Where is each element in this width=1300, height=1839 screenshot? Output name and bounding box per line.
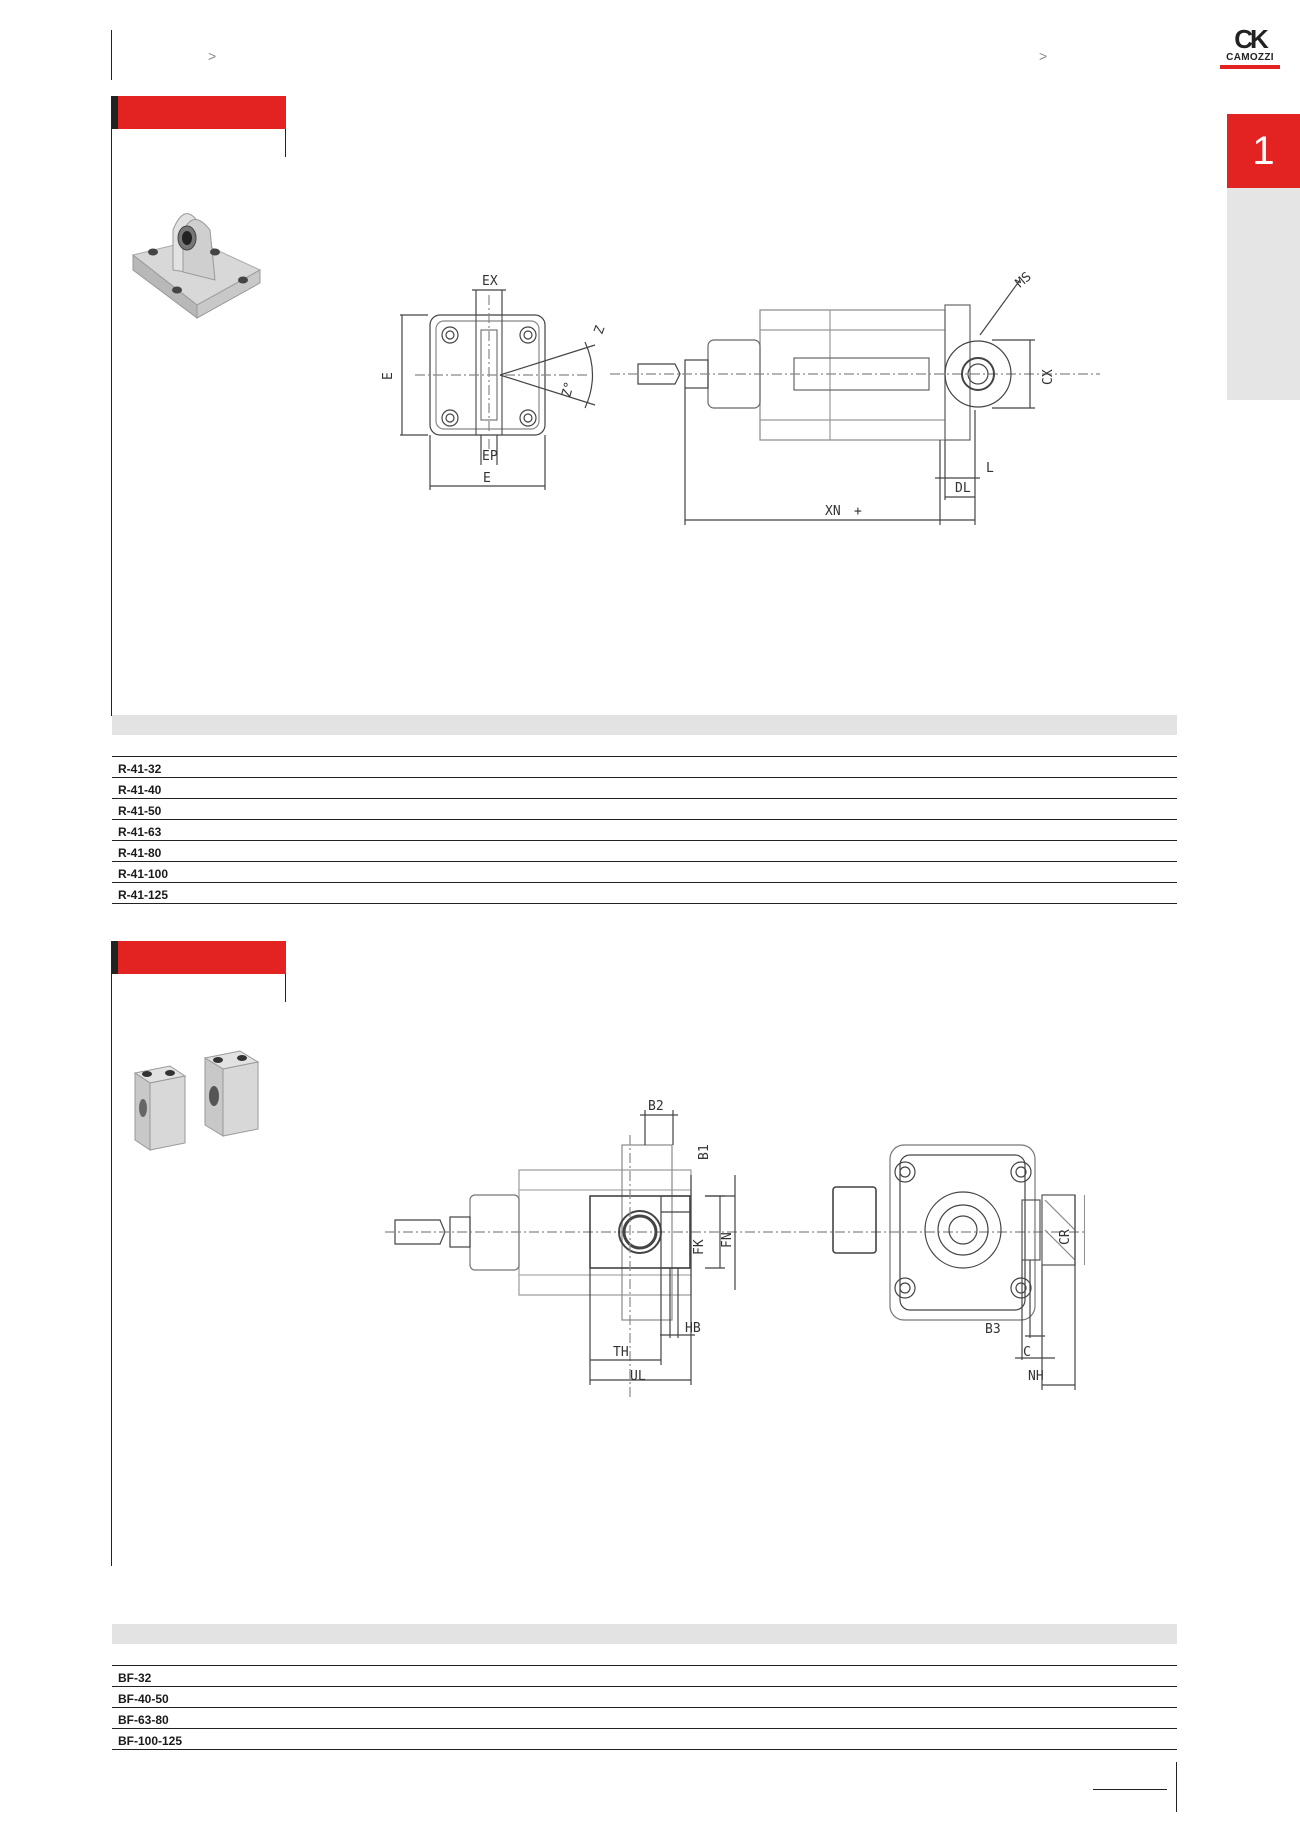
table-header <box>112 715 1177 735</box>
table-header <box>112 1624 1177 1644</box>
chapter-tab[interactable]: 1 <box>1227 114 1300 400</box>
table-row: BF-40-50 <box>112 1687 1177 1708</box>
table-row: R-41-125 <box>112 883 1177 904</box>
section1-title-bar-tick <box>285 129 286 157</box>
table-row: R-41-80 <box>112 841 1177 862</box>
table-subheader <box>112 735 1177 757</box>
logo-mark: CK <box>1234 24 1269 54</box>
svg-text:B2: B2 <box>648 1100 664 1114</box>
section1-left-rule <box>111 96 112 716</box>
clevis-technical-drawing: EX E EP E Z Z° MS CX L DL XN + <box>381 270 1100 525</box>
clevis-mount-photo <box>131 213 262 319</box>
svg-text:L: L <box>986 461 994 476</box>
svg-text:E: E <box>483 471 491 486</box>
table-row: BF-63-80 <box>112 1708 1177 1729</box>
svg-text:MS: MS <box>1013 270 1035 292</box>
svg-text:TH: TH <box>613 1345 629 1360</box>
section2-left-rule <box>111 941 112 1566</box>
svg-text:DL: DL <box>955 481 971 496</box>
breadcrumb-right[interactable]: > <box>1039 48 1048 64</box>
svg-text:XN: XN <box>825 504 841 519</box>
section2-title-bar <box>112 941 286 974</box>
svg-text:EX: EX <box>482 274 498 289</box>
svg-text:+: + <box>854 504 862 519</box>
table-row: R-41-40 <box>112 778 1177 799</box>
trunnion-technical-drawing: B2 B1 FK FN HB TH UL CR B3 C NH <box>385 1100 1085 1400</box>
svg-text:E: E <box>381 372 396 380</box>
trunnion-blocks-photo <box>133 1050 260 1151</box>
svg-text:B1: B1 <box>697 1144 712 1160</box>
logo-name: CAMOZZI <box>1226 52 1274 63</box>
breadcrumb-left[interactable]: > <box>208 48 217 64</box>
svg-text:Z: Z <box>592 324 609 337</box>
svg-text:FK: FK <box>692 1239 707 1255</box>
svg-text:NH: NH <box>1028 1369 1044 1384</box>
footer-rule <box>1093 1789 1167 1790</box>
svg-text:FN: FN <box>720 1232 735 1248</box>
section1-table: R-41-32 R-41-40 R-41-50 R-41-63 R-41-80 … <box>112 715 1177 904</box>
table-row: R-41-100 <box>112 862 1177 883</box>
svg-text:CR: CR <box>1058 1229 1073 1245</box>
section2-table: BF-32 BF-40-50 BF-63-80 BF-100-125 <box>112 1624 1177 1750</box>
header-divider <box>111 30 112 80</box>
svg-text:EP: EP <box>482 449 498 464</box>
camozzi-logo: CK CAMOZZI <box>1220 26 1280 69</box>
svg-text:C: C <box>1023 1345 1031 1360</box>
footer-divider <box>1176 1762 1177 1812</box>
table-row: R-41-50 <box>112 799 1177 820</box>
section2-title-bar-tick <box>285 974 286 1002</box>
table-subheader <box>112 1644 1177 1666</box>
table-row: BF-100-125 <box>112 1729 1177 1750</box>
svg-text:Z°: Z° <box>559 380 578 399</box>
chapter-number: 1 <box>1227 114 1300 188</box>
logo-bar <box>1220 65 1280 69</box>
section1-title-bar <box>112 96 286 129</box>
svg-text:UL: UL <box>630 1369 646 1384</box>
svg-text:CX: CX <box>1041 369 1056 385</box>
table-row: BF-32 <box>112 1666 1177 1687</box>
svg-text:B3: B3 <box>985 1322 1001 1337</box>
table-row: R-41-32 <box>112 757 1177 778</box>
table-row: R-41-63 <box>112 820 1177 841</box>
svg-text:HB: HB <box>685 1321 701 1336</box>
